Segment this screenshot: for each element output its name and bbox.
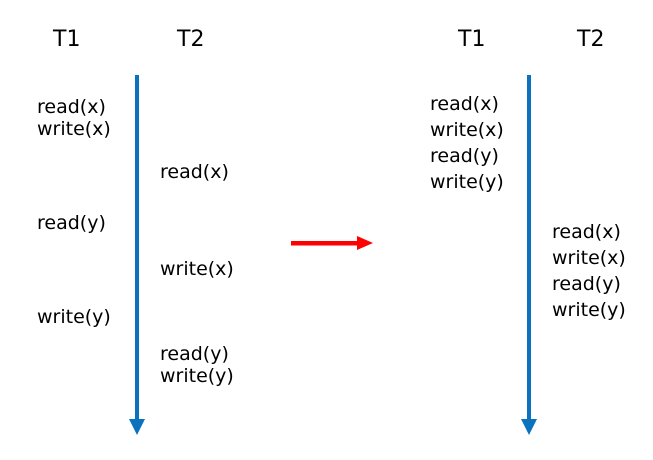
left-t1-op-group: read(x) write(x) xyxy=(37,96,111,140)
right-t1-op-group: read(x) write(x) read(y) write(y) xyxy=(430,91,504,195)
t1-op-label: read(y) xyxy=(37,212,106,234)
t1-op-label: write(x) xyxy=(37,118,111,140)
t1-op-label: read(x) xyxy=(37,96,106,118)
t2-op-label: read(y) xyxy=(552,273,621,295)
t1-op-label: read(y) xyxy=(430,145,499,167)
t2-op-label: write(y) xyxy=(160,365,234,387)
t2-op-label: read(x) xyxy=(552,221,621,243)
t2-op-label: write(y) xyxy=(552,299,626,321)
timeline-arrow-icon xyxy=(521,75,537,435)
t1-op-label: read(x) xyxy=(430,93,499,115)
right-t2-column-header: T2 xyxy=(577,27,605,52)
right-t1-column-header: T1 xyxy=(458,27,486,52)
t2-op-label: write(x) xyxy=(160,258,234,280)
t2-op-label: read(y) xyxy=(160,343,229,365)
t2-op-label: write(x) xyxy=(552,247,626,269)
right-t2-op-group: read(x) write(x) read(y) write(y) xyxy=(552,219,626,323)
timeline-arrow-icon xyxy=(129,75,145,435)
left-t2-op-group: read(y) write(y) xyxy=(160,343,234,387)
t2-op-label: read(x) xyxy=(160,161,229,183)
transform-arrow-icon xyxy=(291,236,373,250)
t1-op-label: write(x) xyxy=(430,119,504,141)
t1-op-label: write(y) xyxy=(37,306,111,328)
left-t2-column-header: T2 xyxy=(177,27,205,52)
t1-op-label: write(y) xyxy=(430,171,504,193)
left-t1-column-header: T1 xyxy=(53,27,81,52)
